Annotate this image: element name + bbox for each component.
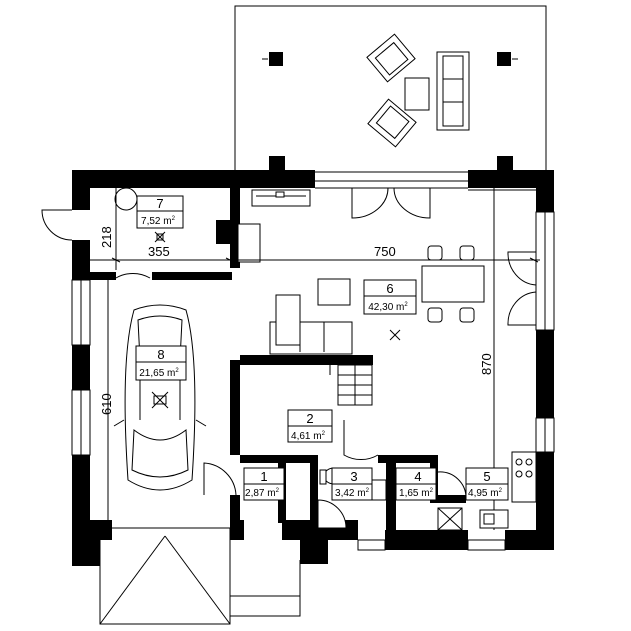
room-area: 3,42 m2	[335, 488, 370, 499]
armchair	[367, 98, 417, 148]
room-area: 1,65 m2	[399, 488, 434, 499]
terrace-table	[404, 77, 430, 111]
room-number: 7	[156, 196, 163, 211]
room-number: 4	[414, 469, 421, 484]
room-label-6: 6 42,30 m2	[363, 279, 417, 315]
coffee-table	[317, 278, 351, 306]
dimension-lines	[90, 188, 540, 528]
room-label-3: 3 3,42 m2	[331, 467, 373, 501]
room-label-5: 5 4,95 m2	[465, 467, 509, 501]
dimension-610: 610	[99, 393, 114, 415]
dimension-355: 355	[148, 244, 170, 259]
terrace	[234, 5, 547, 173]
sofa	[269, 294, 353, 355]
light-fixture-icon	[389, 329, 401, 341]
room-area: 2,87 m2	[245, 488, 280, 499]
room-area: 7,52 m2	[141, 216, 176, 227]
stove	[511, 451, 537, 503]
walls	[71, 170, 555, 566]
terrace-column	[497, 52, 511, 66]
room-number: 6	[386, 281, 393, 296]
room-label-2: 2 4,61 m2	[287, 409, 333, 443]
room-area: 4,95 m2	[468, 488, 503, 499]
shower	[317, 499, 347, 529]
room-area: 21,65 m2	[139, 368, 179, 379]
room-label-7: 7 7,52 m2	[136, 195, 184, 229]
terrace-sofa	[436, 51, 470, 131]
armchair	[366, 33, 416, 83]
car	[113, 304, 207, 491]
room-label-8: 8 21,65 m2	[135, 345, 187, 381]
room-area: 4,61 m2	[291, 431, 326, 442]
terrace-column	[269, 156, 285, 172]
room-number: 8	[157, 347, 164, 362]
room-number: 2	[306, 411, 313, 426]
room-label-1: 1 2,87 m2	[243, 467, 285, 501]
sink	[371, 479, 387, 501]
stairs	[329, 364, 373, 406]
dimension-870: 870	[479, 353, 494, 375]
terrace-column	[269, 52, 283, 66]
room-area: 42,30 m2	[368, 302, 408, 313]
room-number: 1	[260, 469, 267, 484]
room-number: 5	[483, 469, 490, 484]
room-label-4: 4 1,65 m2	[395, 467, 437, 501]
terrace-column	[497, 156, 513, 172]
light-fixture-icon	[154, 231, 166, 243]
dining-table	[421, 245, 485, 323]
room-number: 3	[350, 469, 357, 484]
entrance-canopy	[99, 527, 301, 625]
dimension-218: 218	[99, 226, 114, 248]
dimension-750: 750	[374, 244, 396, 259]
tv-unit	[251, 189, 311, 207]
